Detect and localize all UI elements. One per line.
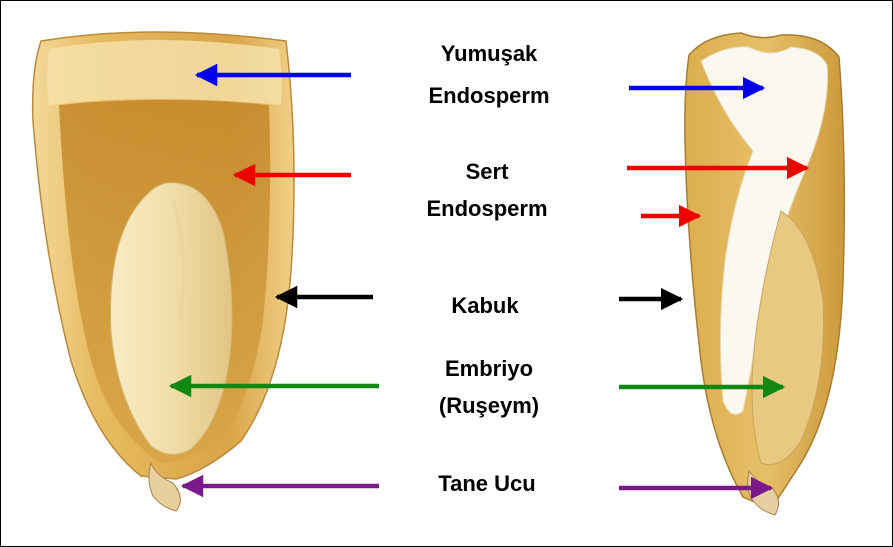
left-kernel-soft-endosperm-band	[47, 40, 282, 105]
label-soft-endosperm-line1: Yumuşak	[379, 39, 599, 69]
label-hull: Kabuk	[375, 291, 595, 321]
label-soft-endosperm-line2: Endosperm	[379, 81, 599, 111]
label-embryo-line1: Embriyo	[379, 354, 599, 384]
right-kernel	[685, 33, 845, 515]
label-tip-cap: Tane Ucu	[377, 469, 597, 499]
label-embryo-line2: (Ruşeym)	[379, 391, 599, 421]
label-hard-endosperm-line2: Endosperm	[377, 194, 597, 224]
left-kernel	[33, 32, 294, 511]
label-hard-endosperm-line1: Sert	[377, 157, 597, 187]
